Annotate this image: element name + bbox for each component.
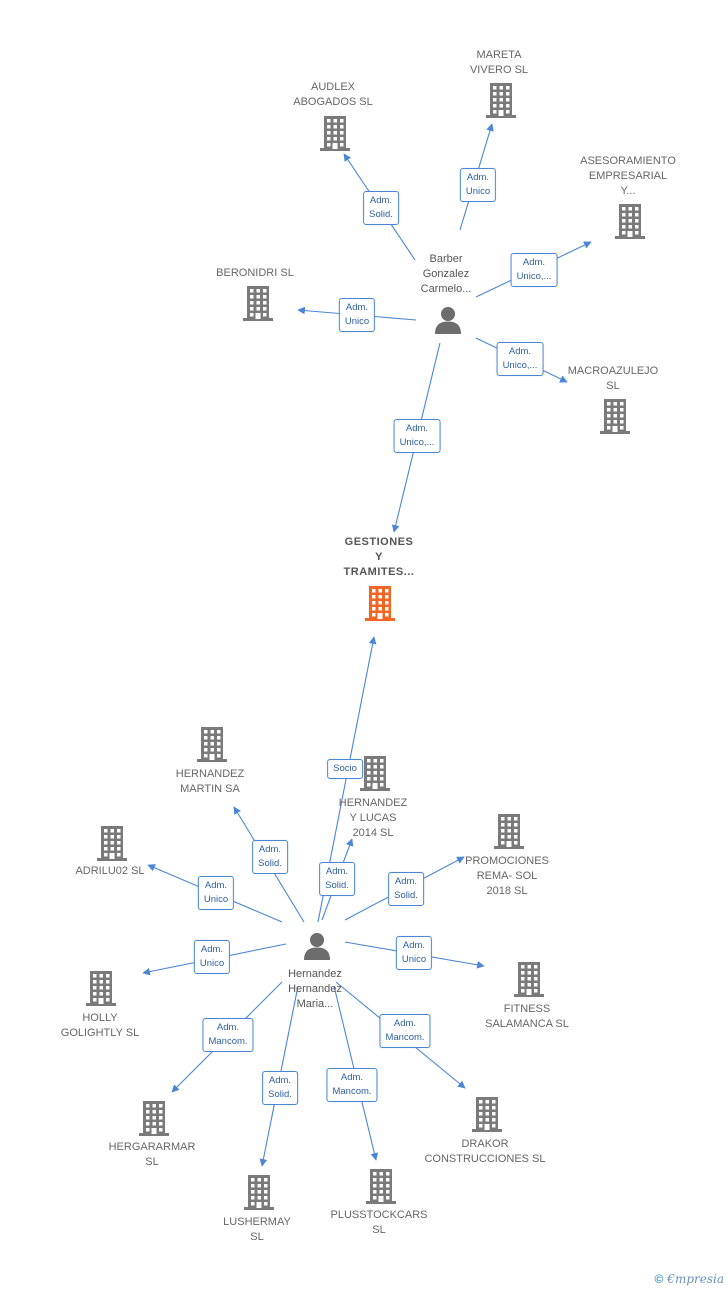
building-icon[interactable] bbox=[485, 82, 517, 123]
relation-label-hernandez-hergararmar[interactable]: Adm. Mancom. bbox=[202, 1018, 254, 1052]
building-icon[interactable] bbox=[614, 203, 646, 244]
company-label-beronidri[interactable]: BERONIDRI SL bbox=[216, 267, 294, 279]
building-icon[interactable] bbox=[471, 1096, 503, 1137]
relation-label-barber-asesoramiento[interactable]: Adm. Unico,... bbox=[510, 253, 558, 287]
company-label-asesoramiento[interactable]: ASESORAMIENTO EMPRESARIAL Y... bbox=[580, 155, 676, 197]
company-label-holly[interactable]: HOLLY GOLIGHTLY SL bbox=[60, 1012, 140, 1039]
company-label-plusstockcars[interactable]: PLUSSTOCKCARS SL bbox=[330, 1209, 428, 1236]
company-label-fitness[interactable]: FITNESS SALAMANCA SL bbox=[485, 1003, 569, 1030]
company-label-hernandez_lucas[interactable]: HERNANDEZ Y LUCAS 2014 SL bbox=[338, 797, 408, 839]
building-icon[interactable] bbox=[513, 961, 545, 1002]
person-icon[interactable] bbox=[302, 931, 332, 966]
company-label-focus[interactable]: GESTIONES Y TRAMITES... bbox=[343, 536, 415, 578]
company-label-drakor[interactable]: DRAKOR CONSTRUCCIONES SL bbox=[424, 1138, 546, 1165]
person-label-hernandez[interactable]: Hernandez Hernandez Maria... bbox=[288, 968, 342, 1010]
building-icon[interactable] bbox=[599, 398, 631, 439]
building-icon[interactable] bbox=[138, 1100, 170, 1141]
copyright-symbol: © bbox=[654, 1272, 664, 1286]
relation-label-hernandez-focus[interactable]: Socio bbox=[327, 759, 363, 779]
brand-logo: €mpresia bbox=[667, 1272, 724, 1286]
relation-label-barber-mareta[interactable]: Adm. Unico bbox=[459, 168, 497, 202]
relation-label-hernandez-fitness[interactable]: Adm. Unico bbox=[395, 936, 433, 970]
relation-label-hernandez-hernandez_lucas[interactable]: Adm. Solid. bbox=[319, 862, 355, 896]
building-icon[interactable] bbox=[85, 970, 117, 1011]
relation-label-hernandez-plusstockcars[interactable]: Adm. Mancom. bbox=[326, 1068, 378, 1102]
building-icon[interactable] bbox=[365, 1168, 397, 1209]
relation-label-hernandez-holly[interactable]: Adm. Unico bbox=[193, 940, 231, 974]
person-icon[interactable] bbox=[433, 305, 463, 340]
company-label-mareta[interactable]: MARETA VIVERO SL bbox=[469, 49, 529, 76]
building-icon[interactable] bbox=[196, 726, 228, 767]
brand-name: mpresia bbox=[674, 1272, 724, 1286]
relation-label-hernandez-drakor[interactable]: Adm. Mancom. bbox=[379, 1014, 431, 1048]
brand-initial: € bbox=[667, 1272, 675, 1286]
company-label-hernandez_martin[interactable]: HERNANDEZ MARTIN SA bbox=[175, 768, 245, 795]
relation-label-hernandez-hernandez_martin[interactable]: Adm. Solid. bbox=[252, 840, 288, 874]
building-icon[interactable] bbox=[96, 825, 128, 866]
company-label-adrilu02[interactable]: ADRILU02 SL bbox=[75, 865, 145, 877]
person-label-barber[interactable]: Barber Gonzalez Carmelo... bbox=[420, 253, 472, 295]
building-icon[interactable] bbox=[493, 813, 525, 854]
company-label-lushermay[interactable]: LUSHERMAY SL bbox=[223, 1216, 291, 1243]
relation-label-barber-audlex[interactable]: Adm. Solid. bbox=[363, 191, 399, 225]
footer-brand: ©€mpresia bbox=[654, 1272, 724, 1286]
company-label-promociones[interactable]: PROMOCIONES REMA- SOL 2018 SL bbox=[465, 855, 549, 897]
building-icon[interactable] bbox=[359, 755, 391, 796]
building-icon[interactable] bbox=[242, 285, 274, 326]
company-label-hergararmar[interactable]: HERGARARMAR SL bbox=[108, 1141, 196, 1168]
company-label-audlex[interactable]: AUDLEX ABOGADOS SL bbox=[293, 81, 373, 108]
relation-label-barber-beronidri[interactable]: Adm. Unico bbox=[338, 298, 376, 332]
building-icon[interactable] bbox=[319, 115, 351, 156]
relation-label-hernandez-lushermay[interactable]: Adm. Solid. bbox=[262, 1071, 298, 1105]
relation-label-hernandez-adrilu02[interactable]: Adm. Unico bbox=[197, 876, 235, 910]
relation-label-barber-focus[interactable]: Adm. Unico,... bbox=[393, 419, 441, 453]
company-label-macroazulejo[interactable]: MACROAZULEJO SL bbox=[567, 365, 659, 392]
relation-label-barber-macroazulejo[interactable]: Adm. Unico,... bbox=[496, 342, 544, 376]
relation-label-hernandez-promociones[interactable]: Adm. Solid. bbox=[388, 872, 424, 906]
building-icon[interactable] bbox=[243, 1174, 275, 1215]
focus-building-icon[interactable] bbox=[364, 585, 396, 626]
